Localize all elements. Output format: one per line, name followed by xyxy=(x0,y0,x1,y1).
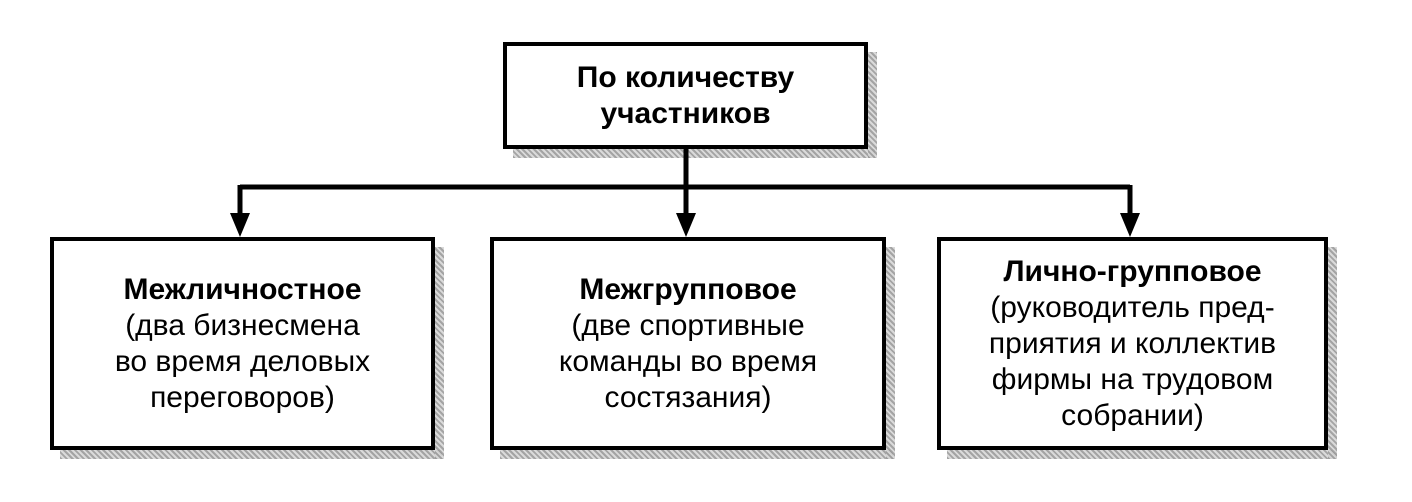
node-intergroup: Межгрупповое (две спортивные команды во … xyxy=(490,237,886,450)
node-personal-group-title: Лично-групповое xyxy=(1003,254,1262,288)
root-box-shadow xyxy=(513,149,875,158)
left-box-shadow-side xyxy=(435,247,444,459)
node-personal-group-desc-line-3: фирмы на трудовом xyxy=(991,362,1274,396)
node-intergroup-desc-line-2: команды во время xyxy=(558,344,818,378)
node-personal-group: Лично-групповое (руководитель пред- прия… xyxy=(937,237,1328,450)
root-title-line-2: участников xyxy=(600,96,771,130)
root-node: По количеству участников xyxy=(503,42,868,149)
node-interpersonal-desc-line-3: переговоров) xyxy=(150,380,335,414)
mid-box-shadow xyxy=(500,450,893,459)
node-interpersonal-desc-line-1: (два бизнесмена xyxy=(125,308,360,342)
arrowhead-left xyxy=(230,213,250,237)
node-personal-group-desc-line-2: приятия и коллектив xyxy=(988,326,1277,360)
node-interpersonal: Межличностное (два бизнесмена во время д… xyxy=(50,237,435,450)
node-intergroup-title: Межгрупповое xyxy=(579,272,797,306)
node-intergroup-desc-line-3: состязания) xyxy=(604,380,772,414)
node-interpersonal-desc-line-2: во время деловых xyxy=(114,344,371,378)
right-box-shadow xyxy=(947,450,1337,459)
node-personal-group-desc-line-1: (руководитель пред- xyxy=(990,290,1275,324)
mid-box-shadow-side xyxy=(886,247,895,459)
root-box-shadow-side xyxy=(868,52,877,158)
node-personal-group-desc-line-4: собрании) xyxy=(1061,398,1204,432)
arrowhead-mid xyxy=(676,213,696,237)
right-box-shadow-side xyxy=(1328,247,1337,459)
arrowhead-right xyxy=(1120,213,1140,237)
node-intergroup-desc-line-1: (две спортивные xyxy=(571,308,805,342)
node-interpersonal-title: Межличностное xyxy=(123,272,362,306)
left-box-shadow xyxy=(60,450,442,459)
root-title-line-1: По количеству xyxy=(576,60,795,94)
